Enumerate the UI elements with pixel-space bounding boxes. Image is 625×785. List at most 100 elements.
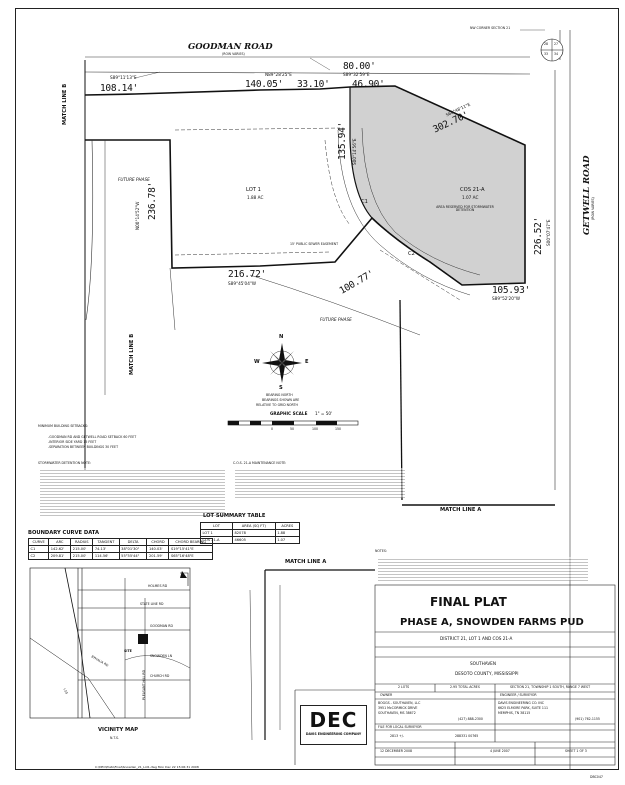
compass-e: E <box>305 359 309 365</box>
storm-note-text <box>40 468 225 516</box>
lot-1-name: LOT 1 <box>246 187 261 193</box>
vicinity-sub: N.T.S. <box>110 736 120 740</box>
tb-owner-1: BOGGS - SOUTHAVEN, LLC <box>378 701 421 705</box>
curve-table: CURVE ARC RADIUS TANGENT DELTA CHORD CHO… <box>27 538 213 560</box>
sheet-border <box>15 8 619 770</box>
cell: S65°16'48"E <box>168 552 213 560</box>
scale-tick-0: 0 <box>271 427 274 431</box>
cos-21a-area <box>350 86 525 285</box>
cell: S19°15'41"E <box>168 545 213 553</box>
compass-note-3: RELATIVE TO GRID NORTH <box>256 403 298 407</box>
lot-col-1: AREA (SQ FT) <box>231 522 276 530</box>
section-corner-label: NW CORNER SECTION 21 <box>470 26 511 30</box>
dim-135: 135.94' <box>337 122 348 160</box>
table-row: COS 21-A 46605 1.07 <box>200 536 301 544</box>
scale-bar <box>227 420 359 426</box>
cos-note: AREA RESERVED FOR STORMWATER DETENTION <box>436 205 494 213</box>
west-bearing: N00°14'52"W <box>135 201 140 230</box>
table-row: C2 209.81' 215.00' 114.56' 55°55'44" 201… <box>27 552 213 560</box>
curve-col-4: DELTA <box>118 538 148 546</box>
compass-s: S <box>279 385 283 391</box>
cell: 201.59' <box>146 552 170 560</box>
plat-city: SOUTHAVEN <box>470 661 496 666</box>
cell: C1 <box>27 545 50 553</box>
cell: 215.00' <box>70 545 94 553</box>
tb-acres: 2.95 TOTAL ACRES <box>450 685 480 689</box>
firm-logo: DEC DAVIS ENGINEERING COMPANY <box>300 705 367 745</box>
notes-text <box>378 557 588 581</box>
curve-col-0: CURVE <box>27 538 50 546</box>
tb-owner-h: OWNER <box>380 693 393 697</box>
compass-note-1: BEARING NORTH <box>266 393 293 397</box>
east-bearing-226: S00°07'47"E <box>546 219 551 246</box>
vic-stateline: STATE LINE RD <box>140 602 164 606</box>
cell: 114.56' <box>92 552 120 560</box>
vic-pleasant: PLEASANT HILL RD <box>142 669 146 700</box>
lot-col-0: LOT <box>200 522 233 530</box>
dim-105: 105.93' <box>492 285 530 296</box>
setback-1: -GOODMAN RD AND GETWELL ROAD SETBACK 60 … <box>48 435 137 439</box>
tb-dwg: 288331 00765 <box>455 734 479 738</box>
table-row: LOT 1 82078 1.88 <box>200 529 301 537</box>
cos-maint-title: C.O.S. 21-A MAINTENANCE NOTE: <box>233 461 287 465</box>
north-arrow <box>262 343 302 383</box>
cell: 38°01'30" <box>118 545 148 553</box>
getwell-road-row: (ROW VARIES) <box>591 197 595 220</box>
north-dim-1: 108.14' <box>100 83 138 94</box>
south-dim: 216.72' <box>228 269 266 280</box>
vic-goodman: GOODMAN RD <box>150 624 173 628</box>
compass-n: N <box>279 334 284 340</box>
south-bearing: S89°45'04"W <box>228 281 256 286</box>
tb-sheet: SHEET 1 OF 3 <box>565 749 587 753</box>
lot-table: LOT AREA (SQ FT) ACRES LOT 1 82078 1.88 … <box>200 522 301 544</box>
setback-2: -INTERIOR SIDE YARD 15 FEET <box>48 440 97 444</box>
goodman-road-label: GOODMAN ROAD <box>188 42 273 52</box>
graphic-scale-label: GRAPHIC SCALE <box>270 411 308 416</box>
cell: 74.13' <box>92 545 120 553</box>
cell: 82078 <box>231 529 276 537</box>
cell: 142.62' <box>48 545 72 553</box>
cell: 209.81' <box>48 552 72 560</box>
vic-church: CHURCH RD <box>150 674 170 678</box>
footer-path: C:\DEC\Plats\Final\Snowden_21_Lot1.dwg M… <box>95 765 199 769</box>
lot-table-title: LOT SUMMARY TABLE <box>203 513 266 519</box>
lot-1-area: 1.88 AC <box>247 195 264 200</box>
curve-col-3: TANGENT <box>92 538 120 546</box>
corner-num-1: 28 <box>544 42 549 46</box>
tb-scale: 2813 +/- <box>390 734 405 738</box>
dim-135-bearing: S00°14'56"E <box>352 138 357 165</box>
cell: 46605 <box>231 536 276 544</box>
getwell-road-label: GETWELL ROAD <box>582 155 592 235</box>
tb-eng-2: 6625 ELMORE PARK, SUITE 111 <box>498 706 548 710</box>
compass-note-2: BEARINGS SHOWN ARE <box>262 398 300 402</box>
storm-title: STORMWATER DETENTION NOTE: <box>38 461 92 465</box>
vic-snowden: SNOWDEN LN <box>150 654 173 658</box>
dim-105-bearing: S89°52'20"W <box>492 296 520 301</box>
cell: C2 <box>27 552 50 560</box>
tb-date-2: 4 JUNE 2007 <box>490 749 510 753</box>
tb-scale-h: FILE FOR LOCAL SURVEYOR <box>378 725 422 729</box>
plat-subtitle: PHASE A, SNOWDEN FARMS PUD <box>400 617 584 628</box>
tb-date-1: 12 DECEMBER 2008 <box>380 749 413 753</box>
match-line-a-right: MATCH LINE A <box>440 507 482 513</box>
setback-title: MINIMUM BUILDING SETBACKS: <box>38 424 89 428</box>
match-line-b-top: MATCH LINE B <box>62 83 68 125</box>
dim-80: 80.00' <box>343 61 376 72</box>
firm-name: DAVIS ENGINEERING COMPANY <box>305 732 362 736</box>
setback-3: -SEPARATION BETWEEN BUILDINGS 30 FEET <box>48 445 119 449</box>
tb-surveyor-h: ENGINEER / SURVEYOR <box>500 693 537 697</box>
cos-maint-text <box>235 468 405 498</box>
scale-tick-50: 50 <box>290 427 295 431</box>
cell: 55°55'44" <box>118 552 148 560</box>
tb-lots: 2 LOTS <box>398 685 410 689</box>
cell: COS 21-A <box>200 536 233 544</box>
section-corner-symbol <box>540 38 564 62</box>
vicinity-map <box>29 567 191 719</box>
footer-code: DBC047 <box>590 775 603 779</box>
north-dim-4: 46.90' <box>352 79 385 90</box>
corner-num-3: 33 <box>544 52 549 56</box>
cos-name: COS 21-A <box>460 187 485 193</box>
curve-col-5: CHORD <box>146 538 170 546</box>
west-dim: 236.78' <box>147 182 158 220</box>
